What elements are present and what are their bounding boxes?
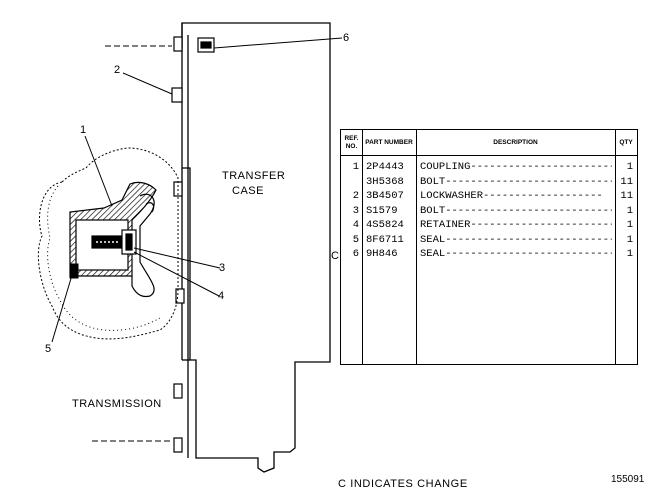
transfer-case-label-1: TRANSFER: [222, 170, 286, 182]
row-ref: 3: [352, 204, 359, 217]
row-description: COUPLING-----------------------: [420, 161, 612, 173]
table-row: 5 8F6711 SEAL---------------------------…: [341, 233, 637, 248]
row-qty: 1: [626, 161, 633, 173]
callout-6: 6: [343, 32, 350, 44]
parts-list-table: REF. NO. PART NUMBER DESCRIPTION QTY 1 2…: [340, 129, 638, 365]
row-ref: 5: [352, 233, 359, 246]
row-part-number: 3B4507: [366, 190, 404, 202]
column-divider: [362, 130, 363, 364]
row-description: LOCKWASHER-------------------: [420, 190, 603, 202]
callout-4: 4: [218, 290, 225, 302]
table-row: 2 3B4507 LOCKWASHER------------------- 1…: [341, 189, 637, 204]
column-divider: [615, 130, 616, 364]
change-legend: C INDICATES CHANGE: [338, 478, 468, 490]
callout-3: 3: [219, 262, 226, 274]
row-description: RETAINER-----------------------: [420, 219, 612, 231]
top-seal: [197, 37, 215, 53]
retainer-bolt: [91, 229, 137, 255]
table-row: 3H5368 BOLT-----------------------------…: [341, 175, 637, 190]
row-part-number: 4S5824: [366, 219, 404, 231]
row-part-number: S1579: [366, 204, 398, 217]
row-ref: 6: [352, 248, 359, 260]
callout-5: 5: [45, 343, 52, 355]
row-qty: 11: [620, 175, 633, 188]
row-ref: 2: [352, 190, 359, 202]
table-row: 4 4S5824 RETAINER-----------------------…: [341, 218, 637, 233]
row-description: BOLT-----------------------------: [420, 175, 612, 188]
row-description: BOLT-----------------------------: [420, 204, 612, 217]
table-row: 1 2P4443 COUPLING-----------------------…: [341, 160, 637, 175]
row-part-number: 9H846: [366, 248, 398, 260]
center-lines: [92, 45, 172, 442]
row-part-number: 3H5368: [366, 175, 404, 188]
row-part-number: 2P4443: [366, 161, 404, 173]
change-indicator: C: [331, 250, 339, 262]
lower-seal: [69, 263, 79, 279]
row-ref: 4: [352, 219, 359, 231]
illustration-number: 155091: [611, 474, 645, 485]
row-description: SEAL-----------------------------: [420, 248, 612, 260]
header-part-number: PART NUMBER: [362, 130, 416, 156]
row-qty: 1: [626, 248, 633, 260]
row-qty: 1: [626, 233, 633, 246]
row-part-number: 8F6711: [366, 233, 404, 246]
header-description: DESCRIPTION: [416, 130, 615, 156]
section-cutout: [37, 147, 179, 340]
leader-lines: [51, 37, 343, 343]
transfer-case-outline: [181, 22, 331, 473]
table-row: 3 S1579 BOLT----------------------------…: [341, 204, 637, 219]
transfer-case-label-2: CASE: [232, 185, 264, 197]
row-qty: 1: [626, 204, 633, 217]
callout-2: 2: [114, 64, 121, 76]
header-ref-no: REF. NO.: [341, 130, 362, 156]
row-description: SEAL-----------------------------: [420, 233, 612, 246]
column-divider: [416, 130, 417, 364]
row-qty: 1: [626, 219, 633, 231]
table-row: 6 9H846 SEAL----------------------------…: [341, 247, 637, 262]
header-qty: QTY: [615, 130, 637, 156]
row-qty: 11: [620, 190, 633, 202]
callout-1: 1: [80, 124, 87, 136]
transmission-label: TRANSMISSION: [72, 398, 162, 410]
row-ref: 1: [352, 161, 359, 173]
